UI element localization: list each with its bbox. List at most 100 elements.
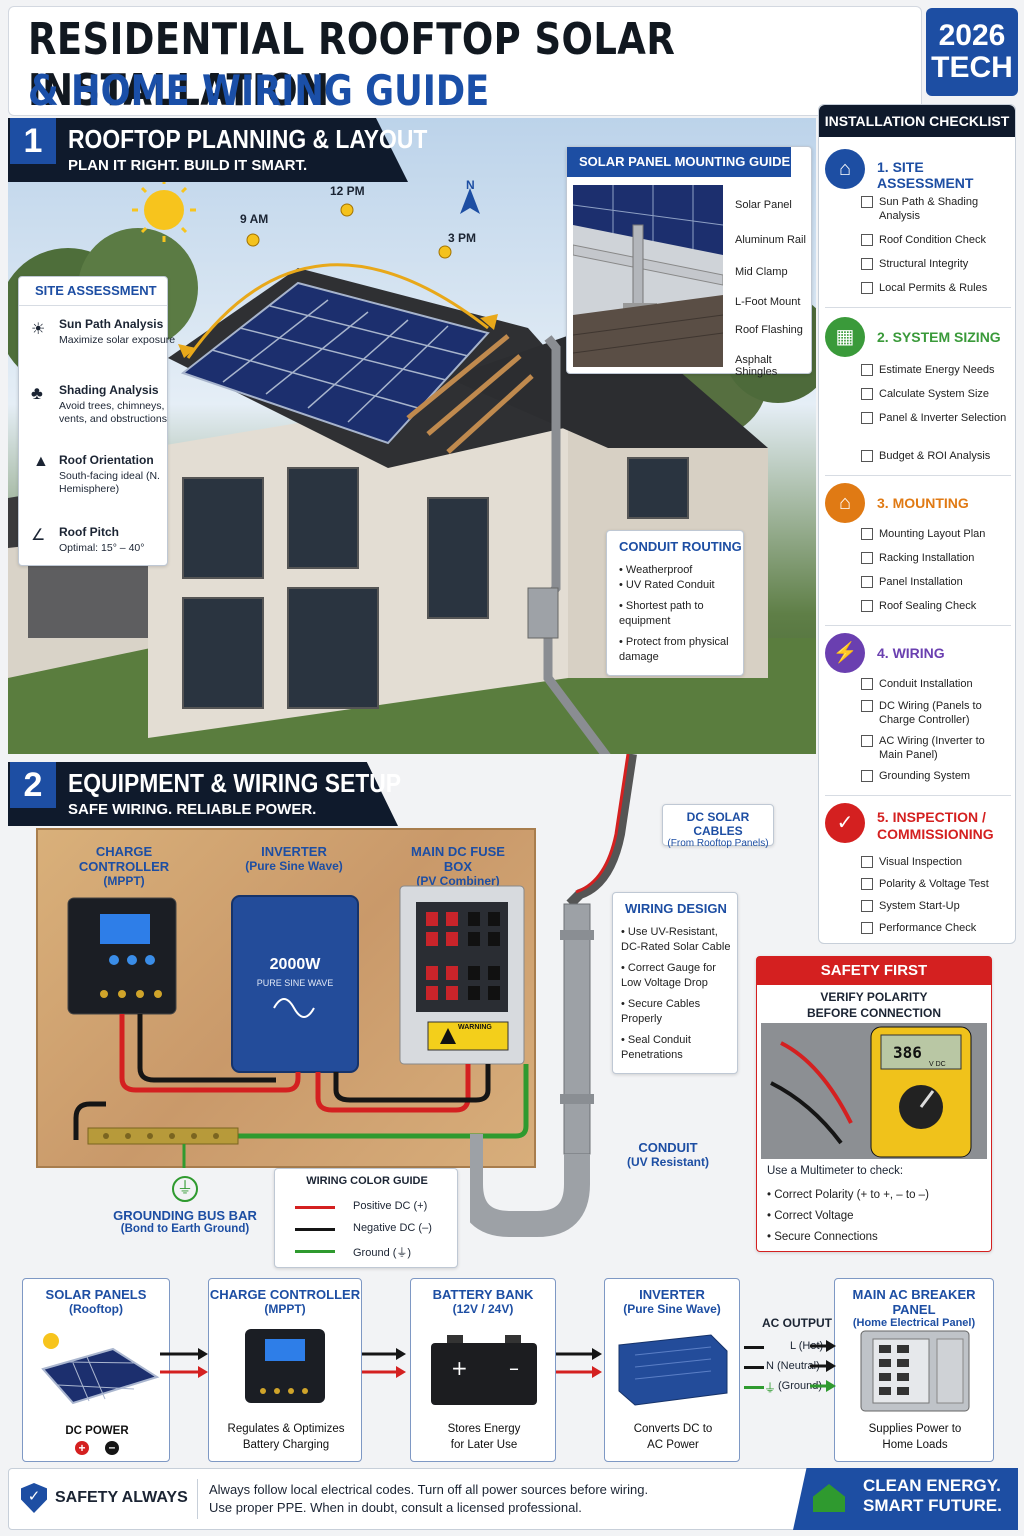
checklist-item[interactable]: Estimate Energy Needs	[861, 363, 1011, 377]
conduit-routing-heading: CONDUIT ROUTING	[619, 539, 742, 554]
label-aluminum-rail: Aluminum Rail	[735, 234, 806, 246]
checklist-item[interactable]: Conduit Installation	[861, 677, 1011, 691]
checklist-section-title: 5. INSPECTION / COMMISSIONING	[877, 809, 994, 842]
checklist-item[interactable]: Roof Sealing Check	[861, 599, 1011, 613]
neutral-wire-line	[744, 1366, 764, 1369]
conduit-routing-item: • Protect from physical damage	[619, 636, 729, 663]
sa-orientation-title: Roof Orientation	[59, 453, 154, 467]
calculator-icon: ▦	[825, 317, 865, 357]
checklist-item[interactable]: Mounting Layout Plan	[861, 527, 1011, 541]
flow-charge-controller: CHARGE CONTROLLER (MPPT) Regulates & Opt…	[208, 1278, 362, 1462]
ground-symbol-icon: ⏚	[764, 1381, 777, 1395]
hot-wire-line	[744, 1346, 764, 1349]
sun-icon: ☀	[31, 321, 46, 338]
page-subtitle: & HOME WIRING GUIDE	[28, 66, 490, 115]
checklist-section-title: 4. WIRING	[877, 645, 945, 661]
cable-conduit-run	[470, 754, 637, 1237]
sun-time-9am: 9 AM	[240, 212, 269, 226]
flow-battery-sub: (12V / 24V)	[452, 1302, 514, 1316]
conduit-routing-panel: CONDUIT ROUTING • Weatherproof • UV Rate…	[606, 530, 744, 676]
checklist-item[interactable]: Panel Installation	[861, 575, 1011, 589]
fuse-box-warning: WARNING	[458, 1024, 492, 1031]
checklist-item[interactable]: Roof Condition Check	[861, 233, 1011, 247]
checklist-item[interactable]: System Start-Up	[861, 899, 1011, 913]
flow-solar-title: SOLAR PANELS	[45, 1287, 147, 1302]
checklist-item[interactable]: Calculate System Size	[861, 387, 1011, 401]
svg-text:–: –	[509, 1356, 519, 1380]
wiring-design-list: • Use UV-Resistant, DC-Rated Solar Cable…	[621, 925, 735, 1063]
ground-icon: ⏚	[172, 1176, 198, 1202]
eco-house-icon	[813, 1484, 845, 1512]
checklist-item[interactable]: AC Wiring (Inverter to Main Panel)	[861, 734, 1011, 762]
tree-icon: ♣	[31, 383, 43, 403]
wiring-design-panel: WIRING DESIGN • Use UV-Resistant, DC-Rat…	[612, 892, 738, 1074]
flow-main-breaker: MAIN AC BREAKER PANEL (Home Electrical P…	[834, 1278, 994, 1462]
ground-wire-line	[744, 1386, 764, 1389]
site-assessment-heading: SITE ASSESSMENT	[35, 283, 157, 298]
checklist-item[interactable]: Grounding System	[861, 769, 1011, 783]
wiring-design-item: • Correct Gauge for Low Voltage Drop	[621, 962, 716, 989]
fuse-box-label: MAIN DC FUSE BOX (PV Combiner)	[411, 844, 505, 888]
safety-check-list: • Correct Polarity (+ to +, – to –) • Co…	[767, 1185, 929, 1248]
flow-battery-title: BATTERY BANK	[432, 1287, 534, 1302]
flow-solar-caption: DC POWER	[65, 1425, 129, 1437]
charge-controller-icon	[245, 1329, 325, 1403]
conduit-routing-item: • Shortest path to equipment	[619, 600, 704, 627]
checklist-item[interactable]: Racking Installation	[861, 551, 1011, 565]
safety-check-item: • Secure Connections	[767, 1231, 878, 1243]
page-title: RESIDENTIAL ROOFTOP SOLAR INSTALLATION	[28, 14, 676, 116]
inverter-rating-sub: PURE SINE WAVE	[256, 978, 334, 988]
section2-number: 2	[10, 762, 56, 808]
checklist-item[interactable]: Panel & Inverter Selection	[861, 411, 1011, 425]
inverter-icon	[618, 1334, 728, 1406]
slogan-text: CLEAN ENERGY.SMART FUTURE.	[863, 1476, 1002, 1515]
negative-terminal-icon: –	[105, 1441, 119, 1455]
flow-battery-bank: BATTERY BANK (12V / 24V) + – Stores Ener…	[410, 1278, 556, 1462]
slogan-banner: CLEAN ENERGY.SMART FUTURE.	[793, 1468, 1018, 1530]
clipboard-icon: ✓	[825, 803, 865, 843]
flow-controller-sub: (MPPT)	[264, 1302, 306, 1316]
ground-wire-swatch	[295, 1250, 335, 1253]
section1-subtitle: PLAN IT RIGHT. BUILD IT SMART.	[68, 157, 308, 174]
angle-icon: ∠	[31, 527, 46, 544]
flow-solar-panels: SOLAR PANELS (Rooftop) DC POWER + –	[22, 1278, 170, 1462]
multimeter-check-intro: Use a Multimeter to check:	[767, 1165, 904, 1177]
svg-text:+: +	[451, 1356, 468, 1380]
label-solar-panel: Solar Panel	[735, 199, 792, 211]
checklist-item[interactable]: DC Wiring (Panels to Charge Controller)	[861, 699, 1011, 727]
section2-subtitle: SAFE WIRING. RELIABLE POWER.	[68, 801, 317, 818]
checklist-item[interactable]: Budget & ROI Analysis	[861, 449, 1011, 463]
charge-controller-label: CHARGE CONTROLLER (MPPT)	[78, 844, 170, 888]
mounting-guide-heading: SOLAR PANEL MOUNTING GUIDE	[567, 147, 791, 177]
ground-label: Ground (⏚)	[353, 1247, 412, 1259]
checklist-item[interactable]: Visual Inspection	[861, 855, 1011, 869]
flow-controller-title: CHARGE CONTROLLER	[209, 1287, 361, 1302]
checklist-item[interactable]: Sun Path & Shading Analysis	[861, 195, 1011, 223]
label-l-foot-mount: L-Foot Mount	[735, 296, 801, 308]
badge-tech: TECH	[931, 51, 1013, 84]
breaker-panel-icon	[860, 1330, 970, 1412]
checklist-item[interactable]: Performance Check	[861, 921, 1011, 935]
flow-breaker-sub: (Home Electrical Panel)	[852, 1317, 976, 1329]
section1-title: ROOFTOP PLANNING & LAYOUT	[68, 124, 428, 154]
inverter-label: INVERTER (Pure Sine Wave)	[245, 844, 343, 873]
grounding-bus-label: GROUNDING BUS BAR (Bond to Earth Ground)	[113, 1208, 257, 1235]
meter-reading: 386	[893, 1043, 922, 1062]
checklist-item[interactable]: Local Permits & Rules	[861, 281, 1011, 295]
checklist-item[interactable]: Polarity & Voltage Test	[861, 877, 1011, 891]
installation-checklist: INSTALLATION CHECKLIST ⌂ 1. SITE ASSESSM…	[818, 104, 1016, 944]
conduit-routing-item: • Weatherproof	[619, 564, 693, 576]
sun-time-3pm: 3 PM	[448, 231, 477, 245]
flow-solar-sub: (Rooftop)	[69, 1302, 123, 1316]
safety-always-label: SAFETY ALWAYS	[55, 1489, 188, 1506]
checklist-item[interactable]: Structural Integrity	[861, 257, 1011, 271]
section1-header	[8, 118, 408, 182]
sa-shading-title: Shading Analysis	[59, 383, 159, 397]
flow-arrows	[160, 1340, 836, 1392]
wiring-design-item: • Seal Conduit Penetrations	[621, 1034, 691, 1061]
section2-title: EQUIPMENT & WIRING SETUP	[68, 768, 402, 798]
